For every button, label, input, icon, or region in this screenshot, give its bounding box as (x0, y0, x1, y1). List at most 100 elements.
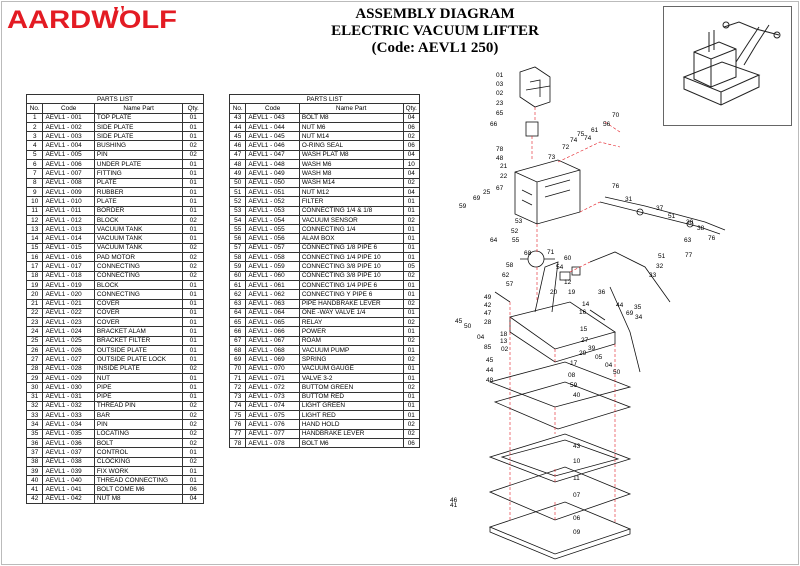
part-name: NUT M14 (298, 131, 404, 142)
part-code: AEVL1 - 078 (245, 437, 300, 449)
callout-label: 15 (580, 326, 588, 333)
part-qty: 01 (182, 344, 204, 356)
part-code: AEVL1 - 047 (245, 149, 300, 161)
part-qty: 02 (182, 456, 204, 467)
callout-label: 28 (484, 319, 492, 326)
part-qty: 02 (182, 214, 204, 226)
part-qty: 01 (182, 233, 204, 244)
part-no: 14 (25, 233, 44, 244)
part-no: 22 (25, 307, 44, 319)
part-code: AEVL1 - 022 (42, 307, 95, 319)
callout-label: 37 (656, 205, 664, 212)
part-qty: 10 (402, 159, 421, 170)
part-code: AEVL1 - 019 (42, 279, 95, 291)
part-qty: 01 (182, 475, 204, 486)
part-code: AEVL1 - 015 (42, 242, 95, 254)
callout-label: 67 (496, 185, 504, 192)
part-name: WASH M14 (298, 177, 404, 188)
part-no: 37 (25, 447, 44, 458)
part-name: FITTING (93, 168, 184, 179)
callout-label: 29 (579, 350, 587, 357)
part-name: WASH PLAT M8 (298, 149, 404, 161)
part-no: 13 (25, 224, 44, 235)
part-no: 55 (228, 224, 247, 235)
part-code: AEVL1 - 044 (245, 121, 300, 133)
part-no: 10 (25, 196, 44, 207)
part-code: AEVL1 - 045 (245, 131, 300, 142)
part-no: 27 (25, 354, 44, 365)
part-code: AEVL1 - 002 (42, 121, 95, 133)
part-qty: 02 (402, 317, 421, 328)
part-qty: 01 (402, 289, 421, 300)
part-name: NUT M6 (298, 121, 404, 133)
part-name: O-RING SEAL (298, 140, 404, 151)
part-no: 1 (25, 112, 44, 123)
part-name: PAD MOTOR (93, 252, 184, 263)
part-no: 30 (25, 382, 44, 393)
part-code: AEVL1 - 070 (245, 363, 300, 374)
parts-list-header: No. Code Name Part Qty. (228, 103, 421, 114)
part-qty: 01 (402, 307, 421, 319)
callout-label: 01 (496, 72, 504, 79)
callout-label: 52 (511, 228, 519, 235)
part-qty: 01 (182, 326, 204, 337)
part-code: AEVL1 - 060 (245, 270, 300, 281)
part-code: AEVL1 - 031 (42, 391, 95, 402)
wolf-ears-icon (114, 6, 124, 13)
part-qty: 02 (182, 428, 204, 440)
callout-label: 74 (584, 135, 592, 142)
part-name: VACUUM PUMP (298, 344, 404, 356)
part-name: CONNECTING 1/8 PIPE 6 (298, 242, 404, 254)
part-name: TOP PLATE (93, 112, 184, 123)
callout-label: 59 (570, 382, 578, 389)
callout-label: 48 (486, 377, 494, 384)
part-qty: 01 (402, 363, 421, 374)
part-qty: 01 (182, 354, 204, 365)
part-name: NUT (93, 372, 184, 384)
part-no: 38 (25, 456, 44, 467)
part-qty: 02 (402, 270, 421, 281)
callout-label: 18 (500, 331, 508, 338)
part-code: AEVL1 - 010 (42, 196, 95, 207)
part-no: 24 (25, 326, 44, 337)
part-qty: 01 (182, 112, 204, 123)
part-qty: 01 (402, 279, 421, 291)
part-code: AEVL1 - 039 (42, 465, 95, 477)
part-name: CONNECTING 1/4 & 1/8 (298, 205, 404, 216)
part-name: VACUUM TANK (93, 233, 184, 244)
part-no: 51 (228, 186, 247, 198)
part-qty: 01 (182, 168, 204, 179)
part-qty: 01 (182, 382, 204, 393)
part-code: AEVL1 - 006 (42, 159, 95, 170)
part-code: AEVL1 - 062 (245, 289, 300, 300)
callout-label: 53 (515, 218, 523, 225)
part-no: 11 (25, 205, 44, 216)
part-code: AEVL1 - 056 (245, 233, 300, 244)
header-code: Code (245, 103, 300, 114)
part-qty: 02 (182, 419, 204, 430)
part-code: AEVL1 - 073 (245, 391, 300, 402)
part-code: AEVL1 - 074 (245, 400, 300, 412)
aardwolf-logo: AARDWOLF (3, 4, 181, 34)
parts-list-caption: PARTS LIST (229, 93, 420, 105)
part-qty: 02 (182, 400, 204, 412)
title-line-3: (Code: AEVL1 250) (371, 40, 499, 56)
part-no: 4 (25, 140, 44, 151)
part-qty: 06 (402, 437, 421, 449)
